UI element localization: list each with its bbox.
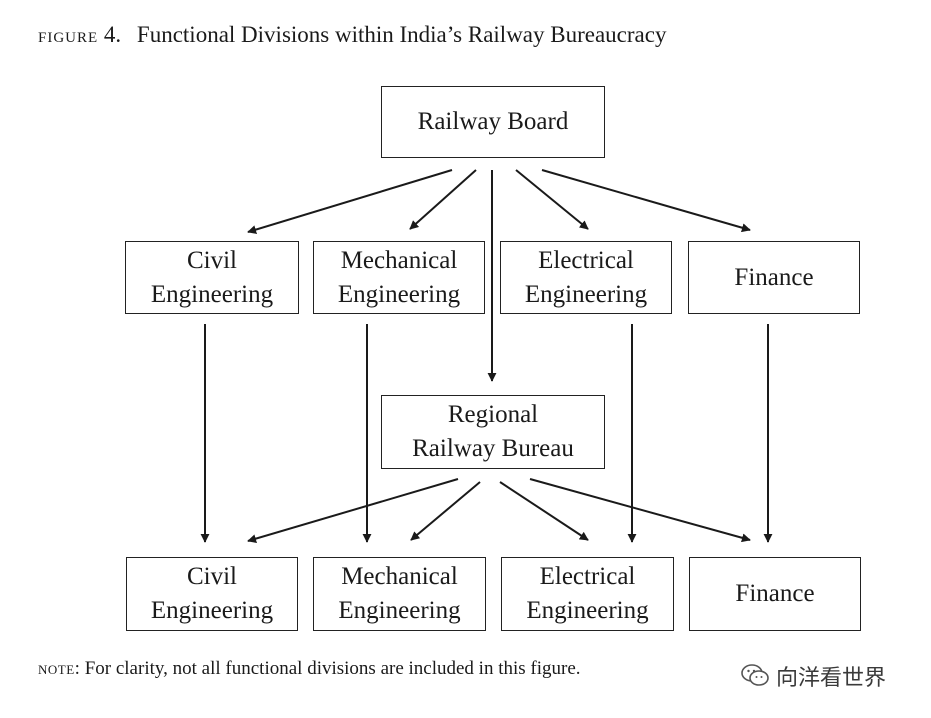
figure-number: 4.: [103, 22, 122, 47]
lower-electrical-engineering-box: Electrical Engineering: [501, 557, 674, 631]
lower-civil-engineering-box: Civil Engineering: [126, 557, 298, 631]
upper-mechanical-line2: Engineering: [337, 280, 461, 308]
regional-railway-bureau-box: Regional Railway Bureau: [381, 395, 605, 469]
lower-finance-box: Finance: [689, 557, 861, 631]
lower-mechanical-engineering-box: Mechanical Engineering: [313, 557, 486, 631]
figure-title: Functional Divisions within India’s Rail…: [136, 22, 667, 47]
upper-electrical-line2: Engineering: [524, 280, 648, 308]
lower-electrical-line1: Electrical: [539, 563, 636, 590]
lower-mechanical-line2: Engineering: [338, 597, 461, 624]
lower-finance-label: Finance: [735, 580, 815, 607]
arrow-board-to-mechanical: [409, 169, 477, 230]
figure-note: note: For clarity, not all functional di…: [38, 658, 581, 680]
arrow-board-to-electrical: [515, 169, 589, 230]
arrow-board-to-finance: [541, 169, 751, 233]
arrow-regional-to-finance: [529, 478, 751, 543]
figure-caption: figure 4. Functional Divisions within In…: [38, 22, 666, 48]
lower-civil-line1: Civil: [186, 563, 237, 590]
upper-finance-box: Finance: [688, 241, 860, 314]
railway-board-label: Railway Board: [417, 108, 569, 135]
note-text: : For clarity, not all functional divisi…: [74, 658, 581, 679]
watermark: 向洋看世界: [740, 660, 886, 692]
upper-civil-engineering-box: Civil Engineering: [125, 241, 299, 314]
upper-electrical-line1: Electrical: [538, 246, 634, 274]
arrow-board-to-civil: [247, 169, 453, 234]
lower-civil-line2: Engineering: [150, 597, 274, 624]
note-label: note: [38, 658, 75, 679]
watermark-text: 向洋看世界: [776, 666, 887, 691]
upper-electrical-engineering-box: Electrical Engineering: [500, 241, 672, 314]
upper-mechanical-line1: Mechanical: [340, 246, 458, 274]
upper-civil-line1: Civil: [186, 246, 237, 274]
arrow-regional-to-electrical: [499, 481, 589, 541]
lower-mechanical-line1: Mechanical: [341, 563, 458, 590]
lower-electrical-line2: Engineering: [526, 597, 649, 624]
upper-civil-line2: Engineering: [150, 280, 274, 308]
wechat-icon: [741, 664, 769, 686]
upper-mechanical-engineering-box: Mechanical Engineering: [313, 241, 485, 314]
figure-label: figure: [38, 22, 99, 47]
upper-finance-label: Finance: [734, 263, 814, 291]
railway-board-box: Railway Board: [381, 86, 605, 158]
regional-line1: Regional: [447, 401, 539, 428]
regional-line2: Railway Bureau: [412, 435, 574, 462]
arrow-regional-to-mechanical: [410, 481, 481, 541]
arrow-regional-to-civil: [247, 478, 459, 544]
